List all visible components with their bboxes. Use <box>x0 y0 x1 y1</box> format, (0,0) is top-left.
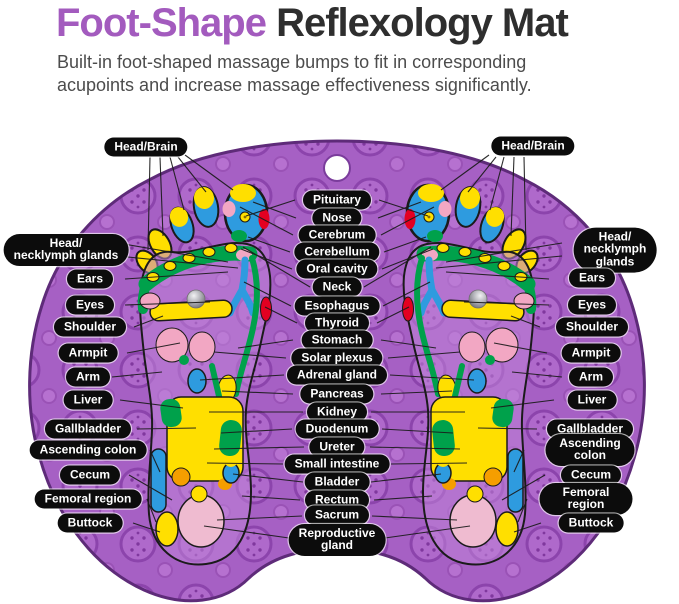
leader-line <box>510 156 515 237</box>
leader-line <box>513 522 542 533</box>
leader-line <box>146 498 157 523</box>
leader-line <box>169 156 185 211</box>
leader-line <box>380 339 437 349</box>
leader-line <box>213 446 305 450</box>
leader-line <box>241 495 301 501</box>
leader-line <box>184 154 234 191</box>
leader-line <box>124 271 229 280</box>
leader-line <box>389 374 475 381</box>
leader-line <box>390 462 468 465</box>
title-rest: Reflexology Mat <box>265 1 569 45</box>
hanging-hole <box>323 154 351 182</box>
leader-line <box>243 281 292 307</box>
leader-line <box>221 390 294 395</box>
leader-line <box>239 206 294 236</box>
leader-line <box>370 473 442 483</box>
leader-line <box>220 428 293 434</box>
leader-line <box>133 315 164 328</box>
foot-map-left <box>135 183 272 566</box>
leader-line <box>435 255 563 269</box>
leader-lines <box>111 154 563 539</box>
leader-line <box>380 390 453 395</box>
leader-line <box>523 156 527 251</box>
leader-line <box>264 306 298 324</box>
leader-line <box>489 156 505 211</box>
leader-line <box>381 428 454 434</box>
leader-line <box>232 473 304 483</box>
mat-surface <box>28 139 646 603</box>
leader-line <box>126 342 181 354</box>
leader-line <box>149 449 161 473</box>
leader-line <box>380 206 435 236</box>
leader-line <box>501 474 546 501</box>
leader-line <box>445 242 563 263</box>
leader-line <box>463 301 550 306</box>
subtitle: Built-in foot-shaped massage bumps to fi… <box>57 52 532 96</box>
leader-line <box>111 371 163 378</box>
leader-line <box>477 427 538 430</box>
leader-line <box>199 374 285 381</box>
leader-line <box>467 156 497 193</box>
leader-line <box>117 242 229 263</box>
leader-line <box>252 201 297 219</box>
leader-line <box>132 522 161 533</box>
leader-line <box>383 236 427 253</box>
leader-line <box>376 306 410 324</box>
leader-line <box>237 339 294 349</box>
leader-line <box>382 281 431 307</box>
page-title: Foot-Shape Reflexology Mat <box>56 0 569 46</box>
leader-line <box>445 271 550 280</box>
leader-line <box>147 156 151 251</box>
leader-line <box>363 246 432 288</box>
leader-line <box>371 515 458 521</box>
leader-line <box>381 248 434 270</box>
leader-line <box>384 525 471 539</box>
leader-line <box>369 446 461 450</box>
leader-line <box>511 371 563 378</box>
leader-line <box>510 315 541 328</box>
leader-line <box>493 342 548 354</box>
leader-line <box>128 474 173 501</box>
heel-zone <box>177 494 225 548</box>
leader-line <box>159 156 164 237</box>
metal-ball <box>186 289 206 309</box>
leader-line <box>247 236 291 253</box>
leader-line <box>177 156 207 193</box>
title-accent: Foot-Shape <box>56 1 267 45</box>
leader-line <box>136 427 197 430</box>
leader-line <box>203 525 290 539</box>
leader-line <box>124 301 211 306</box>
leader-line <box>117 255 239 269</box>
leader-line <box>513 449 525 473</box>
leader-line <box>119 399 184 409</box>
leader-line <box>517 498 528 523</box>
leader-line <box>387 351 461 359</box>
leader-line <box>240 248 293 270</box>
leader-line <box>490 399 555 409</box>
leader-line <box>373 495 433 501</box>
leader-line <box>377 201 422 219</box>
leader-line <box>440 154 490 191</box>
leader-line <box>206 462 284 465</box>
leader-line <box>216 515 303 521</box>
leader-line <box>213 351 287 359</box>
leader-line <box>242 246 311 288</box>
